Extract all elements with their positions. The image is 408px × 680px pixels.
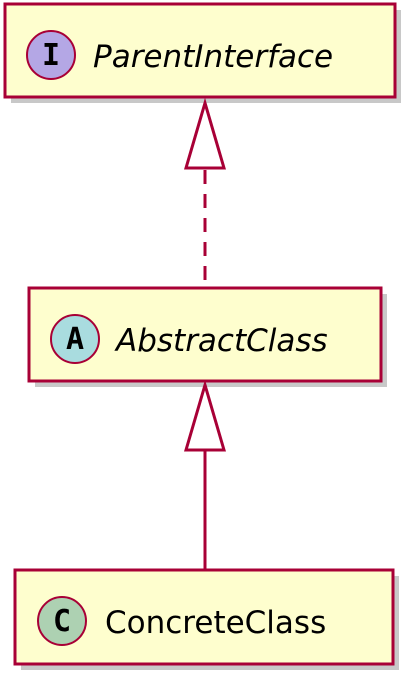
- abstract-class-box: [27, 286, 383, 383]
- abstract-class-node[interactable]: A AbstractClass: [27, 286, 383, 383]
- realization-arrowhead: [183, 97, 227, 170]
- interface-stereotype-letter: I: [42, 38, 60, 73]
- class-stereotype-letter: C: [53, 604, 71, 639]
- concrete-class-node[interactable]: C ConcreteClass: [13, 568, 395, 666]
- class-stereotype-icon: [37, 596, 87, 646]
- generalization-arrowhead: [183, 379, 227, 452]
- parent-interface-node[interactable]: I ParentInterface: [3, 2, 397, 99]
- concrete-class-name: ConcreteClass: [105, 605, 326, 641]
- abstract-stereotype-letter: A: [66, 322, 84, 357]
- abstract-class-name: AbstractClass: [114, 323, 328, 359]
- interface-stereotype-icon: [26, 30, 76, 80]
- parent-interface-name: ParentInterface: [93, 39, 333, 75]
- abstract-stereotype-icon: [50, 314, 100, 364]
